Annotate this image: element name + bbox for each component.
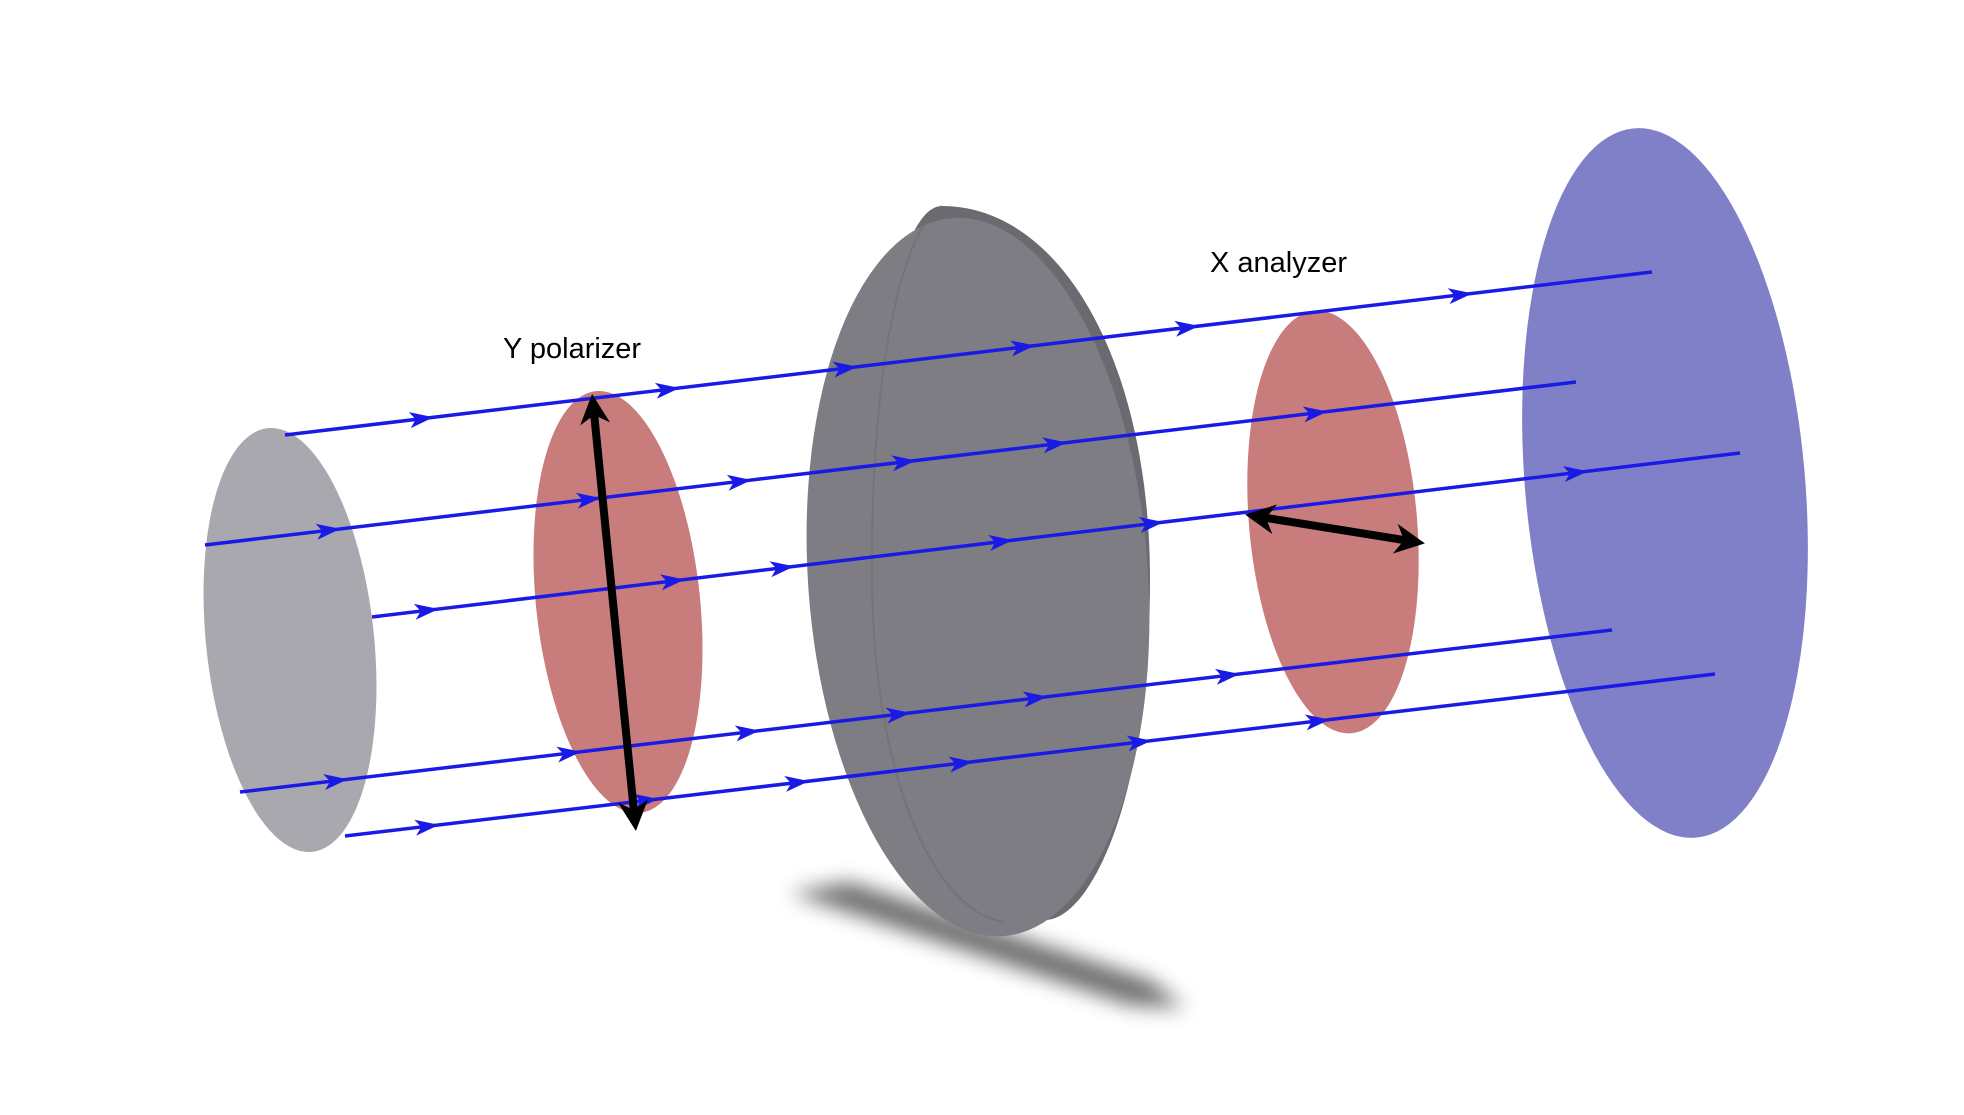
- ray-line: [284, 270, 1653, 437]
- ray-arrowhead: [1302, 406, 1328, 423]
- x-analysis-axis-arrow: [1245, 504, 1425, 554]
- ray-arrowhead: [408, 412, 434, 429]
- x-analyzer-label: X analyzer: [1210, 247, 1347, 279]
- ray-arrowhead: [413, 603, 439, 620]
- ray-arrowhead: [1174, 320, 1200, 337]
- ray-line: [344, 672, 1716, 838]
- ray-arrowhead: [1126, 735, 1152, 752]
- ray-arrowhead: [414, 819, 440, 836]
- sample-disk: [806, 205, 1150, 937]
- ray-arrowhead: [1304, 714, 1330, 731]
- source-disk: [203, 427, 377, 853]
- ray-arrowhead: [784, 776, 810, 792]
- ray-arrowhead: [734, 725, 760, 742]
- ray-arrowhead: [315, 523, 341, 540]
- light-rays: [204, 270, 1741, 838]
- ray-line: [204, 380, 1577, 547]
- ray-arrowhead: [323, 774, 348, 791]
- ray-arrowhead: [556, 746, 582, 763]
- sample-shadow: [790, 882, 1185, 1008]
- ray-arrowhead: [1138, 517, 1164, 533]
- ray-line: [239, 628, 1613, 794]
- screen-disk: [1522, 128, 1808, 838]
- ray-arrowhead: [948, 756, 974, 773]
- ray-arrowhead: [1562, 466, 1588, 483]
- ray-arrowhead: [988, 535, 1014, 551]
- ray-arrowhead: [654, 382, 680, 399]
- ray-arrowhead: [891, 455, 917, 472]
- ray-arrowhead: [660, 574, 685, 591]
- y-polarization-axis-arrow: [580, 394, 648, 831]
- ray-arrowhead: [885, 707, 911, 724]
- ray-arrowhead: [726, 474, 752, 491]
- y-polarizer-label: Y polarizer: [503, 333, 641, 365]
- ray-arrowhead: [1042, 437, 1067, 454]
- ray-arrowhead: [1010, 340, 1036, 357]
- x-analyzer-disk: [1247, 310, 1419, 734]
- ray-arrowhead: [1022, 691, 1048, 708]
- ray-arrowhead: [832, 361, 858, 378]
- ray-arrowhead: [1214, 668, 1240, 685]
- ray-arrowhead: [1447, 288, 1473, 305]
- ray-arrowhead: [769, 561, 795, 578]
